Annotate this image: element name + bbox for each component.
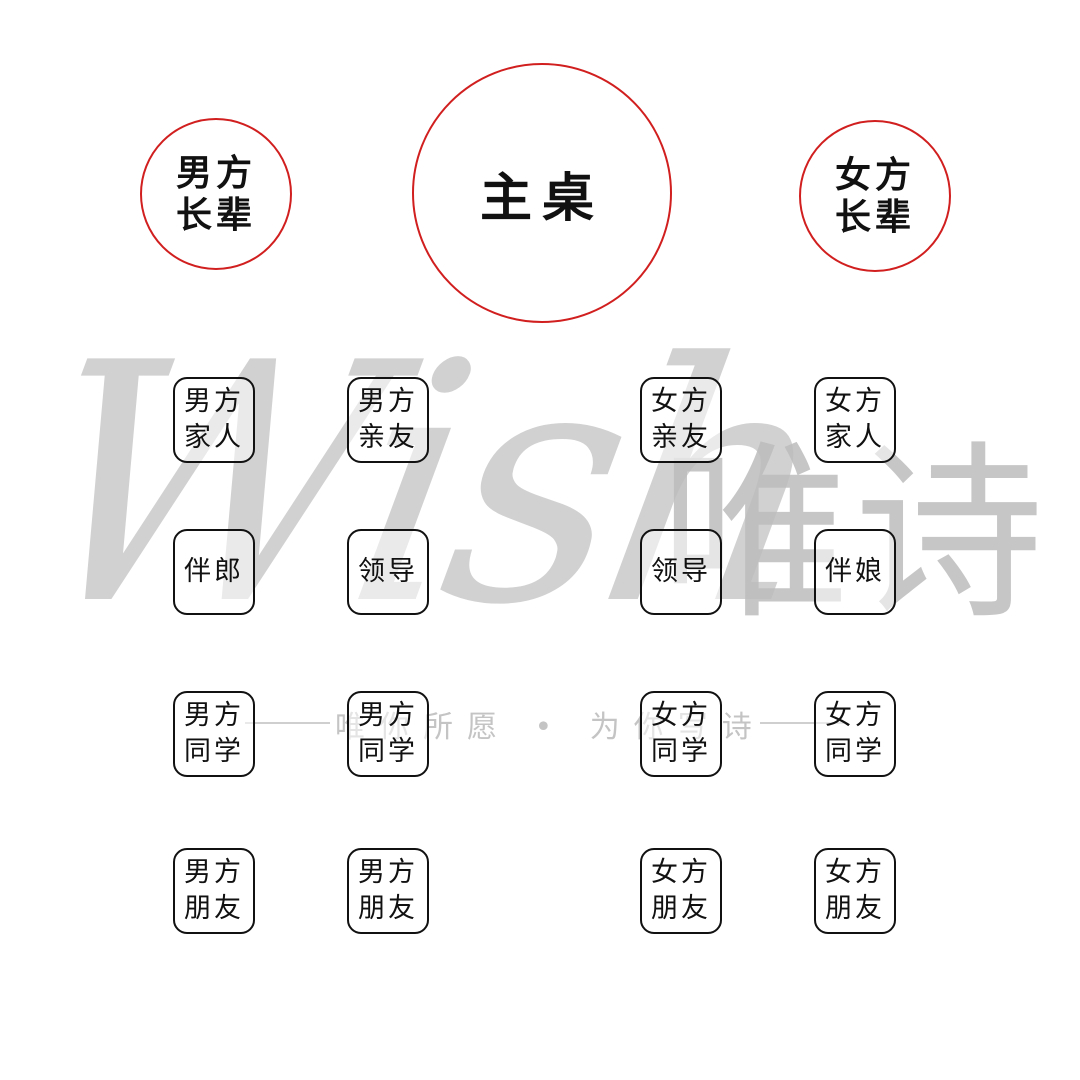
table-label: 男方 同学: [358, 700, 418, 767]
table-label: 女方 同学: [825, 700, 885, 767]
table-label: 领导: [358, 556, 418, 587]
square-table: 男方 亲友: [347, 377, 429, 463]
round-table-main: 主桌: [412, 63, 672, 323]
table-label: 伴郎: [184, 556, 244, 587]
table-label: 女方 同学: [651, 700, 711, 767]
square-table: 女方 亲友: [640, 377, 722, 463]
table-label: 领导: [651, 556, 711, 587]
table-label: 男方 亲友: [358, 386, 418, 453]
square-table: 女方 同学: [814, 691, 896, 777]
square-table: 男方 朋友: [173, 848, 255, 934]
table-label: 男方 朋友: [184, 857, 244, 924]
square-table: 伴娘: [814, 529, 896, 615]
table-label: 女方 长辈: [834, 154, 915, 238]
square-table: 女方 朋友: [814, 848, 896, 934]
square-table: 男方 同学: [173, 691, 255, 777]
table-label: 男方 长辈: [175, 152, 256, 236]
square-table: 领导: [640, 529, 722, 615]
square-table: 女方 家人: [814, 377, 896, 463]
square-table: 男方 同学: [347, 691, 429, 777]
table-label: 女方 亲友: [651, 386, 711, 453]
round-table-bride-elders: 女方 长辈: [799, 120, 951, 272]
table-label: 女方 朋友: [825, 857, 885, 924]
watermark-line-left: [245, 722, 330, 724]
table-label: 男方 朋友: [358, 857, 418, 924]
watermark-line-right: [760, 722, 845, 724]
table-label: 男方 家人: [184, 386, 244, 453]
table-label: 伴娘: [825, 556, 885, 587]
square-table: 女方 朋友: [640, 848, 722, 934]
table-label: 主桌: [479, 167, 604, 229]
table-label: 女方 朋友: [651, 857, 711, 924]
square-table: 女方 同学: [640, 691, 722, 777]
table-label: 女方 家人: [825, 386, 885, 453]
table-label: 男方 同学: [184, 700, 244, 767]
square-table: 男方 家人: [173, 377, 255, 463]
square-table: 男方 朋友: [347, 848, 429, 934]
square-table: 领导: [347, 529, 429, 615]
round-table-groom-elders: 男方 长辈: [140, 118, 292, 270]
square-table: 伴郎: [173, 529, 255, 615]
